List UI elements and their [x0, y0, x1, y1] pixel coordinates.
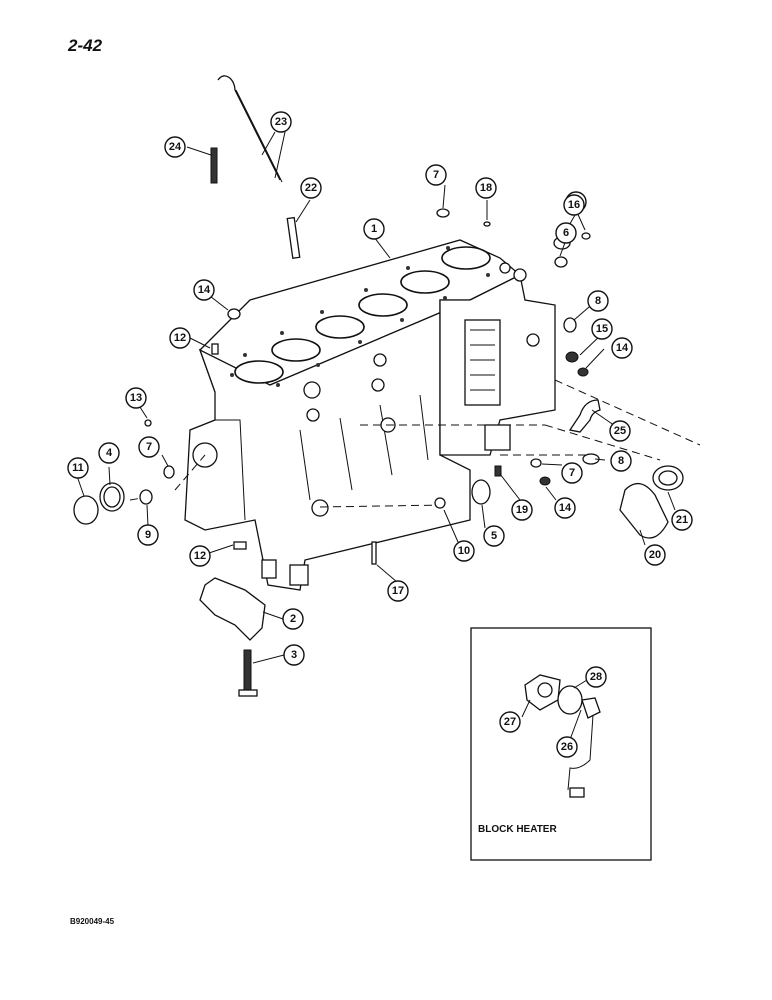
callout-20: 20	[644, 544, 666, 566]
svg-text:20: 20	[649, 549, 661, 561]
callout-28: 28	[585, 666, 607, 688]
svg-text:14: 14	[198, 284, 211, 296]
inset-caption: BLOCK HEATER	[478, 824, 557, 835]
block-heater-inset	[470, 627, 652, 861]
svg-text:7: 7	[146, 441, 152, 453]
callout-19: 19	[511, 499, 533, 521]
callout-5: 5	[483, 525, 505, 547]
callout-4: 4	[98, 442, 120, 464]
callout-13: 13	[125, 387, 147, 409]
callout-21: 21	[671, 509, 693, 531]
svg-text:15: 15	[596, 323, 608, 335]
svg-text:7: 7	[433, 169, 439, 181]
figure-code: B920049-45	[70, 917, 115, 926]
callout-11: 11	[67, 457, 89, 479]
svg-text:6: 6	[563, 227, 569, 239]
svg-text:4: 4	[106, 447, 113, 459]
page-number: 2-42	[68, 36, 103, 55]
callout-14-upper-left: 14	[193, 279, 215, 301]
cylinder-block	[184, 239, 556, 591]
svg-text:12: 12	[174, 332, 186, 344]
svg-text:12: 12	[194, 550, 206, 562]
svg-text:9: 9	[145, 529, 151, 541]
svg-text:28: 28	[590, 671, 602, 683]
svg-text:11: 11	[72, 462, 84, 474]
callout-3: 3	[283, 644, 305, 666]
callout-18: 18	[475, 177, 497, 199]
callout-23: 23	[270, 111, 292, 133]
callout-12-upper: 12	[169, 327, 191, 349]
callout-7-top: 7	[425, 164, 447, 186]
callout-16: 16	[563, 194, 585, 216]
callout-10: 10	[453, 540, 475, 562]
callout-14-right: 14	[611, 337, 633, 359]
callout-22: 22	[300, 177, 322, 199]
svg-text:25: 25	[614, 425, 626, 437]
callout-27: 27	[499, 711, 521, 733]
svg-text:10: 10	[458, 545, 470, 557]
callout-26: 26	[556, 736, 578, 758]
callout-7-left: 7	[138, 436, 160, 458]
callout-2: 2	[282, 608, 304, 630]
svg-text:27: 27	[504, 716, 516, 728]
callout-8-upper: 8	[587, 290, 609, 312]
svg-text:5: 5	[491, 530, 497, 542]
callout-24: 24	[164, 136, 186, 158]
svg-text:14: 14	[559, 502, 572, 514]
callout-12-lower: 12	[189, 545, 211, 567]
svg-text:1: 1	[371, 223, 377, 235]
svg-text:14: 14	[616, 342, 629, 354]
svg-text:16: 16	[568, 199, 580, 211]
svg-text:23: 23	[275, 116, 287, 128]
svg-text:26: 26	[561, 741, 573, 753]
loose-parts	[73, 75, 684, 697]
callout-7-bottom: 7	[561, 462, 583, 484]
callout-25: 25	[609, 420, 631, 442]
svg-text:24: 24	[169, 141, 182, 153]
svg-text:22: 22	[305, 182, 317, 194]
svg-text:21: 21	[676, 514, 688, 526]
svg-text:18: 18	[480, 182, 492, 194]
callout-14-bottom: 14	[554, 497, 576, 519]
callout-1: 1	[363, 218, 385, 240]
callout-9: 9	[137, 524, 159, 546]
svg-text:2: 2	[290, 613, 296, 625]
callout-17: 17	[387, 580, 409, 602]
svg-text:19: 19	[516, 504, 528, 516]
svg-text:13: 13	[130, 392, 142, 404]
callout-6: 6	[555, 222, 577, 244]
svg-text:8: 8	[618, 455, 624, 467]
svg-text:8: 8	[595, 295, 601, 307]
callout-8-lower: 8	[610, 450, 632, 472]
svg-text:7: 7	[569, 467, 575, 479]
svg-text:17: 17	[392, 585, 404, 597]
callout-15: 15	[591, 318, 613, 340]
svg-text:3: 3	[291, 649, 297, 661]
